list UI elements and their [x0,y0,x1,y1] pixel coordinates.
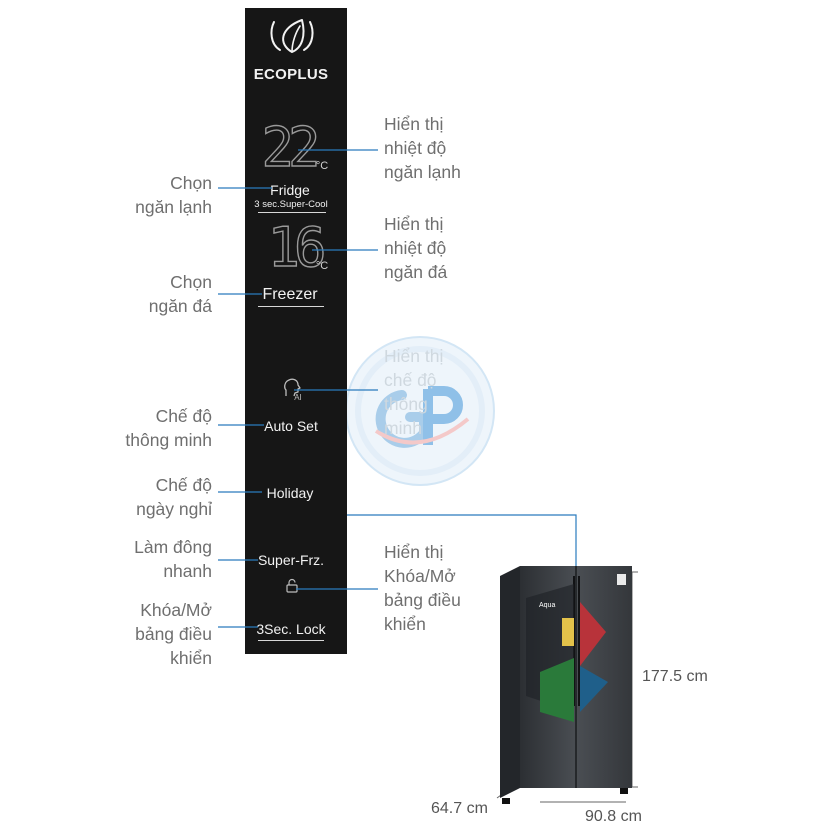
auto-set-button-label[interactable]: Auto Set [264,418,318,434]
freezer-button-label[interactable]: Freezer [262,286,318,303]
fridge-temp-display: 22 [261,116,321,179]
brand-name: ECOPLUS [253,66,329,83]
label-fridge-temp-display: Hiển thị nhiệt độ ngăn lạnh [384,114,461,182]
holiday-button-label[interactable]: Holiday [266,485,314,501]
lock-button-label[interactable]: 3Sec. Lock [256,621,326,637]
fridge-underline [258,212,326,213]
fridge-button-label[interactable]: Fridge [270,182,310,198]
fridge-super-cool-label: 3 sec.Super-Cool [254,199,328,210]
ai-face-icon [284,378,301,397]
dimension-depth: 64.7 cm [431,800,488,817]
freezer-temp-unit: °C [315,260,329,272]
freezer-underline [258,306,324,307]
refrigerator-brand-badge: Aqua [539,602,556,609]
label-smart-display: Hiển thị chế độ thông minh [384,346,444,438]
label-freezer-temp-display: Hiển thị nhiệt độ ngăn đá [384,214,448,282]
super-frz-button-label[interactable]: Super-Frz. [257,552,325,568]
ai-indicator-text: AI [294,393,302,402]
label-holiday-mode: Chế độ ngày nghỉ [136,475,212,519]
label-smart-mode: Chế độ thông minh [125,406,212,450]
label-quick-freeze: Làm đông nhanh [134,537,212,581]
leaf-icon [270,19,314,53]
label-lock-display: Hiển thị Khóa/Mở bảng điều khiển [384,542,461,634]
label-fridge-select: Chọn ngăn lạnh [135,173,212,217]
freezer-temp-display: 16 [267,216,327,279]
label-lock-unlock: Khóa/Mở bảng điều khiển [135,600,212,668]
dimension-height: 177.5 cm [642,668,708,685]
control-panel [245,8,347,654]
label-freezer-select: Chọn ngăn đá [148,272,212,316]
lock-underline [258,640,324,641]
dimension-width: 90.8 cm [585,808,642,825]
watermark-logo [345,336,495,486]
fridge-temp-unit: °C [315,160,329,172]
refrigerator-image [500,566,632,804]
